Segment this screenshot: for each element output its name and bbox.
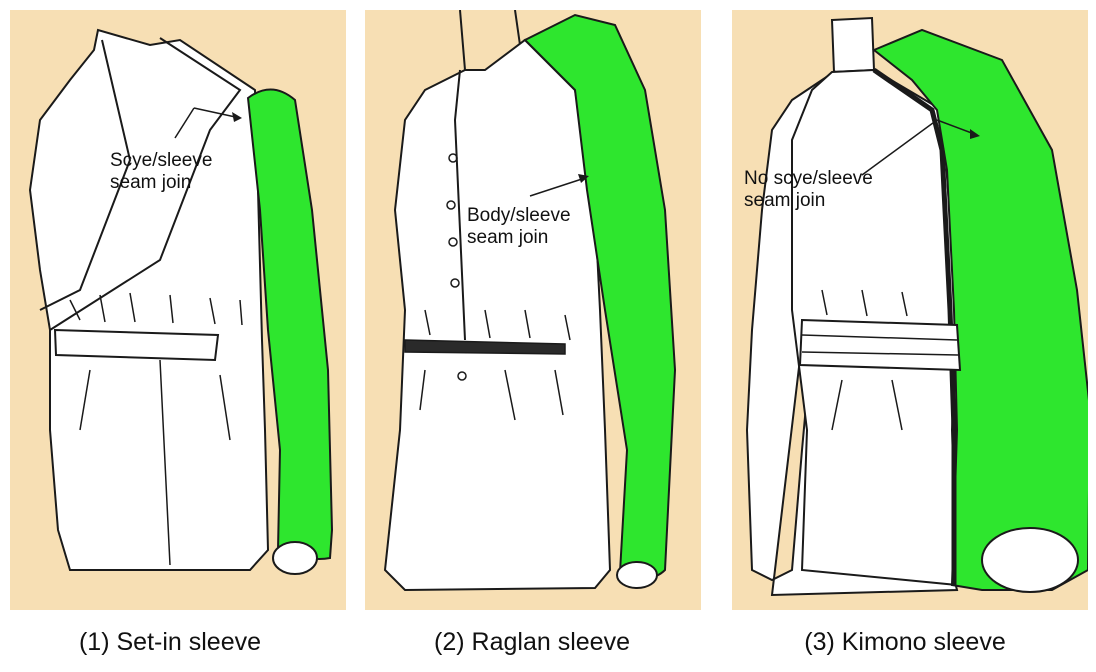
raglan-sleeve-panel: Body/sleeve seam join <box>365 10 701 610</box>
sleeve-cuff <box>617 562 657 588</box>
set-in-sleeve-panel: Scye/sleeve seam join <box>10 10 346 610</box>
annotation-label: Scye/sleeve seam join <box>110 150 212 194</box>
annotation-line-2: seam join <box>467 227 571 249</box>
garment-body <box>30 30 268 570</box>
annotation-line-1: No scye/sleeve <box>744 168 873 190</box>
annotation-label: Body/sleeve seam join <box>467 205 571 249</box>
annotation-line-1: Body/sleeve <box>467 205 571 227</box>
sleeve-cuff <box>982 528 1078 592</box>
annotation-line-2: seam join <box>110 172 212 194</box>
kimono-sleeve-panel: No scye/sleeve seam join <box>732 10 1088 610</box>
annotation-line-1: Scye/sleeve <box>110 150 212 172</box>
set-in-sleeve-caption: (1) Set-in sleeve <box>0 628 340 657</box>
stand-collar <box>832 18 874 72</box>
sash <box>800 320 960 370</box>
belt <box>55 330 218 360</box>
kimono-sleeve-caption: (3) Kimono sleeve <box>735 628 1075 657</box>
raglan-sleeve-illustration <box>365 10 701 610</box>
annotation-label: No scye/sleeve seam join <box>744 168 873 212</box>
set-in-sleeve-illustration <box>10 10 346 610</box>
kimono-sleeve-illustration <box>732 10 1088 610</box>
annotation-line-2: seam join <box>744 190 873 212</box>
raglan-sleeve-caption: (2) Raglan sleeve <box>362 628 702 657</box>
sleeve-cuff <box>273 542 317 574</box>
garment-body <box>385 40 610 590</box>
